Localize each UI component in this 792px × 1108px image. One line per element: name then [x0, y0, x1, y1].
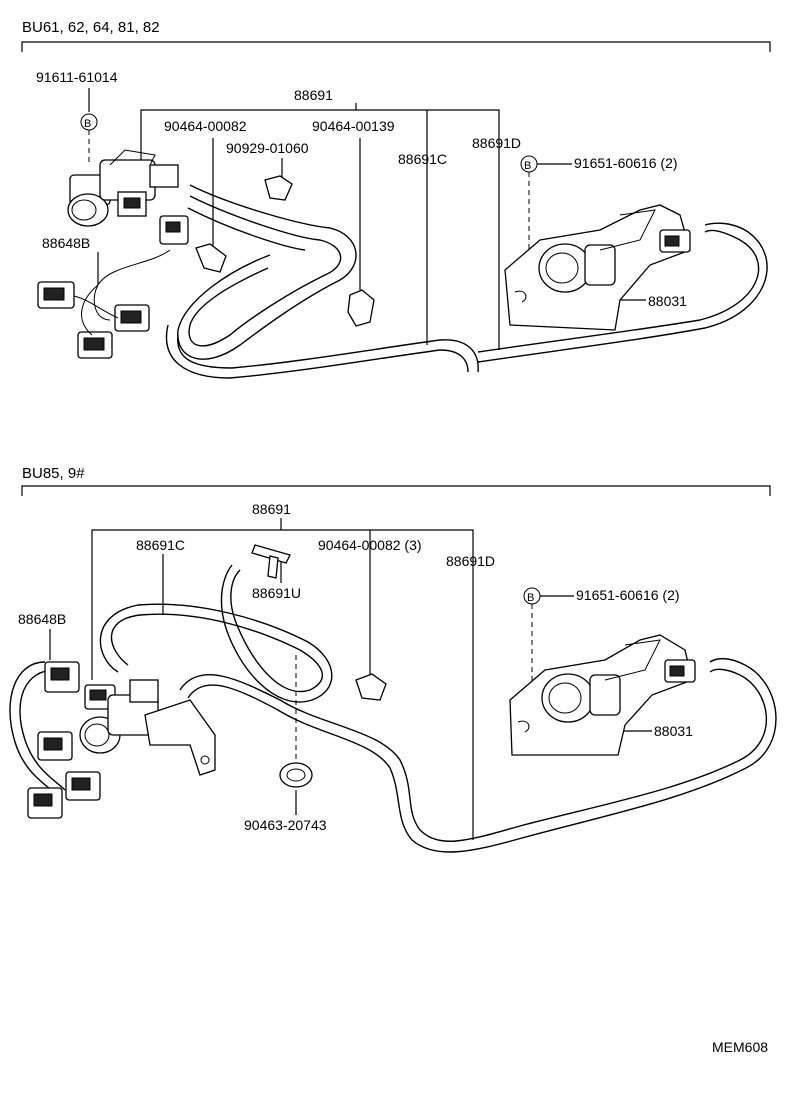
- label-88648b: 88648B: [42, 235, 90, 251]
- tee-fitting-icon: [251, 544, 291, 579]
- bolt-marker-icon: B: [520, 155, 538, 173]
- label-88648b: 88648B: [18, 611, 66, 627]
- bolt-marker-icon: B: [80, 113, 98, 131]
- svg-text:B: B: [527, 592, 534, 604]
- label-90464-00082: 90464-00082: [164, 118, 247, 134]
- section-2-header: BU85, 9#: [22, 465, 85, 482]
- bolt-marker-icon: B: [523, 587, 541, 605]
- label-88691d: 88691D: [472, 135, 521, 151]
- solenoid-valve-icon: [79, 679, 216, 776]
- label-88691c: 88691C: [136, 537, 185, 553]
- label-90464-00139: 90464-00139: [312, 118, 395, 134]
- label-90929-01060: 90929-01060: [226, 140, 309, 156]
- label-88031: 88031: [654, 723, 693, 739]
- clamp-icon: [195, 175, 375, 327]
- section-1: BU61, 62, 64, 81, 82 91611-61014 88691 9…: [21, 19, 771, 379]
- label-88691u: 88691U: [252, 585, 301, 601]
- svg-text:B: B: [84, 118, 91, 130]
- label-88691: 88691: [252, 501, 291, 517]
- vacuum-hoses: [165, 184, 768, 379]
- label-91611-61014: 91611-61014: [36, 69, 118, 85]
- label-88031: 88031: [648, 293, 687, 309]
- solenoid-valve-icon: [67, 149, 179, 227]
- footer-code: MEM608: [712, 1039, 768, 1055]
- section-2: BU85, 9# 88691 88691C 90464-00082 (3) 88…: [9, 465, 777, 853]
- label-88691c: 88691C: [398, 151, 447, 167]
- connector-icon: [37, 215, 189, 359]
- label-88691: 88691: [294, 87, 333, 103]
- label-91651-60616: 91651-60616 (2): [574, 155, 678, 171]
- actuator-icon: [509, 634, 696, 756]
- label-91651-60616: 91651-60616 (2): [576, 587, 680, 603]
- label-88691d: 88691D: [446, 553, 495, 569]
- connector-icon: [27, 661, 101, 819]
- svg-text:B: B: [524, 160, 531, 172]
- section-1-header: BU61, 62, 64, 81, 82: [22, 19, 160, 36]
- section-1-bracket: [21, 41, 771, 52]
- section-2-bracket: [21, 485, 771, 496]
- clamp-icon: [279, 673, 387, 788]
- label-90463-20743: 90463-20743: [244, 817, 327, 833]
- bracket-88691: [140, 109, 500, 350]
- vacuum-hoses: [9, 564, 777, 853]
- actuator-icon: [504, 204, 691, 331]
- bracket-88691: [91, 529, 474, 840]
